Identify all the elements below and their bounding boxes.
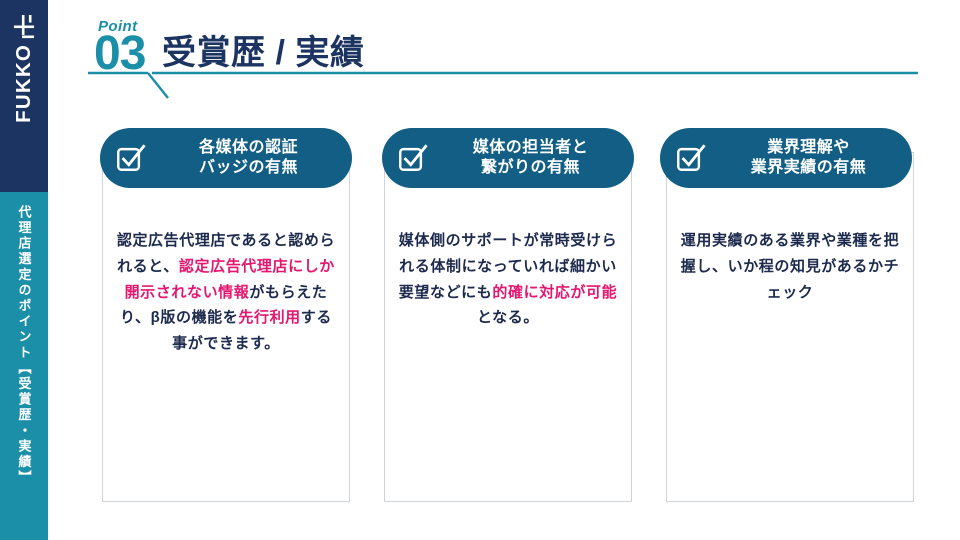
plain-text: 運用実績のある業界や業種を把握し、いか程の知見があるかチェック — [680, 232, 900, 301]
plain-text: 認定広告代理店であると認められると、 — [116, 232, 336, 275]
page-title: 受賞歴 / 実績 — [162, 34, 365, 72]
card-title-line-2: バッジの有無 — [198, 159, 298, 176]
card-title-line-2: 繋がりの有無 — [480, 159, 580, 176]
card-title-line-1: 媒体の担当者と — [472, 139, 589, 157]
card-header-pill: 業界理解や 業界実績の有無 — [660, 128, 912, 188]
sidebar-vertical-label: 代理店選定のポイント【受賞歴・実績】 — [0, 205, 48, 525]
card-title-line-1: 各媒体の認証 — [198, 139, 298, 157]
info-card — [384, 152, 632, 502]
info-card — [102, 152, 350, 502]
highlighted-text: 認定広告代理店にしか開示されない情報 — [124, 257, 335, 301]
slide-header: Point 03 受賞歴 / 実績 — [88, 10, 918, 100]
checkbox-check-icon — [399, 144, 428, 171]
sidebar: FUKKO 代理店選定のポイント【受賞歴・実績】 — [0, 0, 48, 540]
card-title-line-1: 業界理解や — [767, 139, 850, 157]
card-title: 業界理解や 業界実績の有無 — [715, 138, 912, 177]
point-number: 03 — [94, 27, 146, 80]
plain-text: 媒体側のサポートが常時受けられる体制になっていれば細かい要望などにも — [398, 232, 618, 301]
highlighted-text: 的確に対応が可能 — [492, 283, 618, 301]
info-card — [666, 152, 914, 502]
card-body-text: 媒体側のサポートが常時受けられる体制になっていれば細かい要望などにも的確に対応が… — [397, 228, 619, 331]
point-label: Point — [98, 18, 138, 35]
checkbox-check-icon — [117, 144, 146, 171]
checkbox-check-icon — [677, 144, 706, 171]
plain-text: がもらえたり、β版の機能を — [120, 283, 328, 327]
plain-text: となる。 — [477, 309, 539, 327]
card-body-text: 運用実績のある業界や業種を把握し、いか程の知見があるかチェック — [679, 228, 901, 305]
card-body-text: 認定広告代理店であると認められると、認定広告代理店にしか開示されない情報がもらえ… — [115, 228, 337, 357]
sidebar-vertical-label-text: 代理店選定のポイント【受賞歴・実績】 — [16, 205, 32, 486]
fukko-logo-mark-icon — [14, 15, 34, 39]
card-title: 各媒体の認証 バッジの有無 — [155, 138, 352, 177]
card-title: 媒体の担当者と 繋がりの有無 — [437, 138, 634, 177]
header-divider — [88, 71, 918, 99]
highlighted-text: 先行利用 — [238, 309, 301, 327]
card-header-pill: 媒体の担当者と 繋がりの有無 — [382, 128, 634, 188]
card-header-pill: 各媒体の認証 バッジの有無 — [100, 128, 352, 188]
sidebar-label-panel — [0, 192, 48, 540]
brand-logo-text: FUKKO — [11, 44, 35, 123]
plain-text: する事ができます。 — [172, 309, 332, 353]
brand-logo: FUKKO — [0, 15, 48, 188]
card-title-line-2: 業界実績の有無 — [750, 159, 867, 176]
cards-container: 各媒体の認証 バッジの有無 認定広告代理店であると認められると、認定広告代理店に… — [88, 128, 926, 502]
